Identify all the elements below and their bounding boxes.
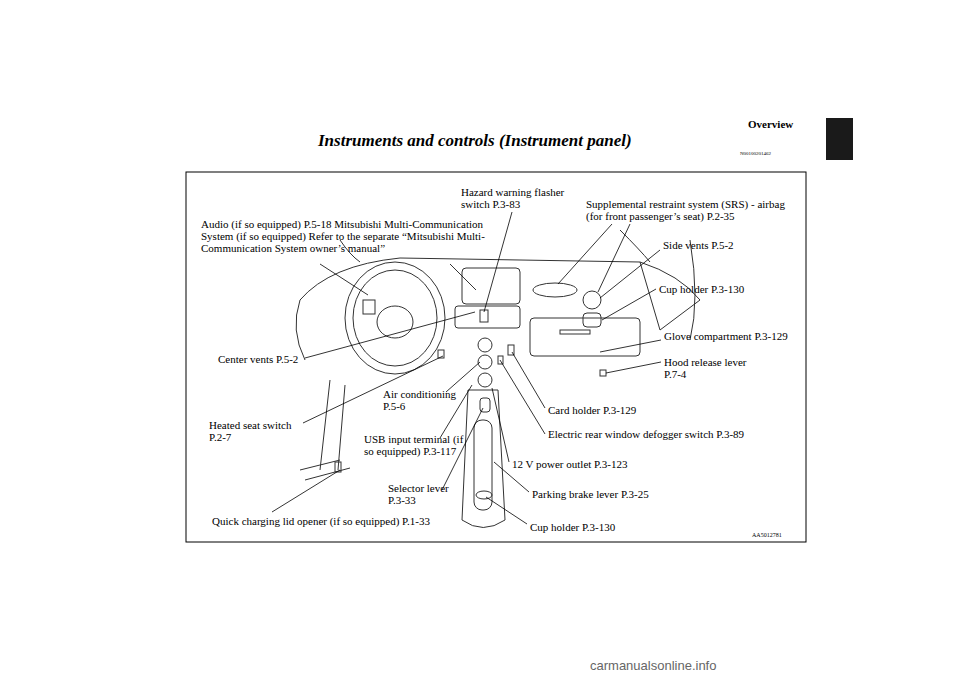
running-header: Overview — [748, 118, 793, 130]
callout-label: Glove compartment P.3-129 — [664, 330, 789, 342]
section-code: N00100201462 — [740, 151, 771, 157]
callout-label: Heated seat switch P.2-7 — [209, 419, 309, 443]
leader-lines — [272, 212, 661, 524]
page-title: Instruments and controls (Instrument pan… — [318, 131, 632, 151]
figure-code: AA5012781 — [752, 532, 782, 539]
callout-label: Center vents P.5-2 — [218, 353, 298, 365]
callout-label: Audio (if so equipped) P.5-18 Mitsubishi… — [201, 218, 491, 254]
callout-label: Card holder P.3-129 — [548, 404, 636, 416]
watermark: carmanualsonline.info — [590, 658, 716, 673]
callout-label: Cup holder P.3-130 — [659, 283, 744, 295]
figure-frame — [186, 172, 806, 542]
callout-label: Electric rear window defogger switch P.3… — [548, 428, 744, 440]
section-tab — [826, 118, 853, 160]
callout-label: Cup holder P.3-130 — [530, 521, 615, 533]
dashboard-drawing — [296, 230, 700, 528]
callout-label: USB input terminal (if so equipped) P.3-… — [364, 433, 464, 457]
callout-label: Side vents P.5-2 — [663, 239, 734, 251]
callout-label: Quick charging lid opener (if so equippe… — [212, 515, 437, 527]
callout-label: Supplemental restraint system (SRS) - ai… — [586, 198, 801, 222]
callout-label: 12 V power outlet P.3-123 — [512, 458, 627, 470]
callout-label: Hood release lever P.7-4 — [664, 356, 764, 380]
callout-label: Air conditioning P.5-6 — [383, 388, 463, 412]
callout-label: Parking brake lever P.3-25 — [532, 488, 649, 500]
callout-label: Hazard warning flasher switch P.3-83 — [461, 186, 586, 210]
callout-label: Selector lever P.3-33 — [388, 482, 458, 506]
